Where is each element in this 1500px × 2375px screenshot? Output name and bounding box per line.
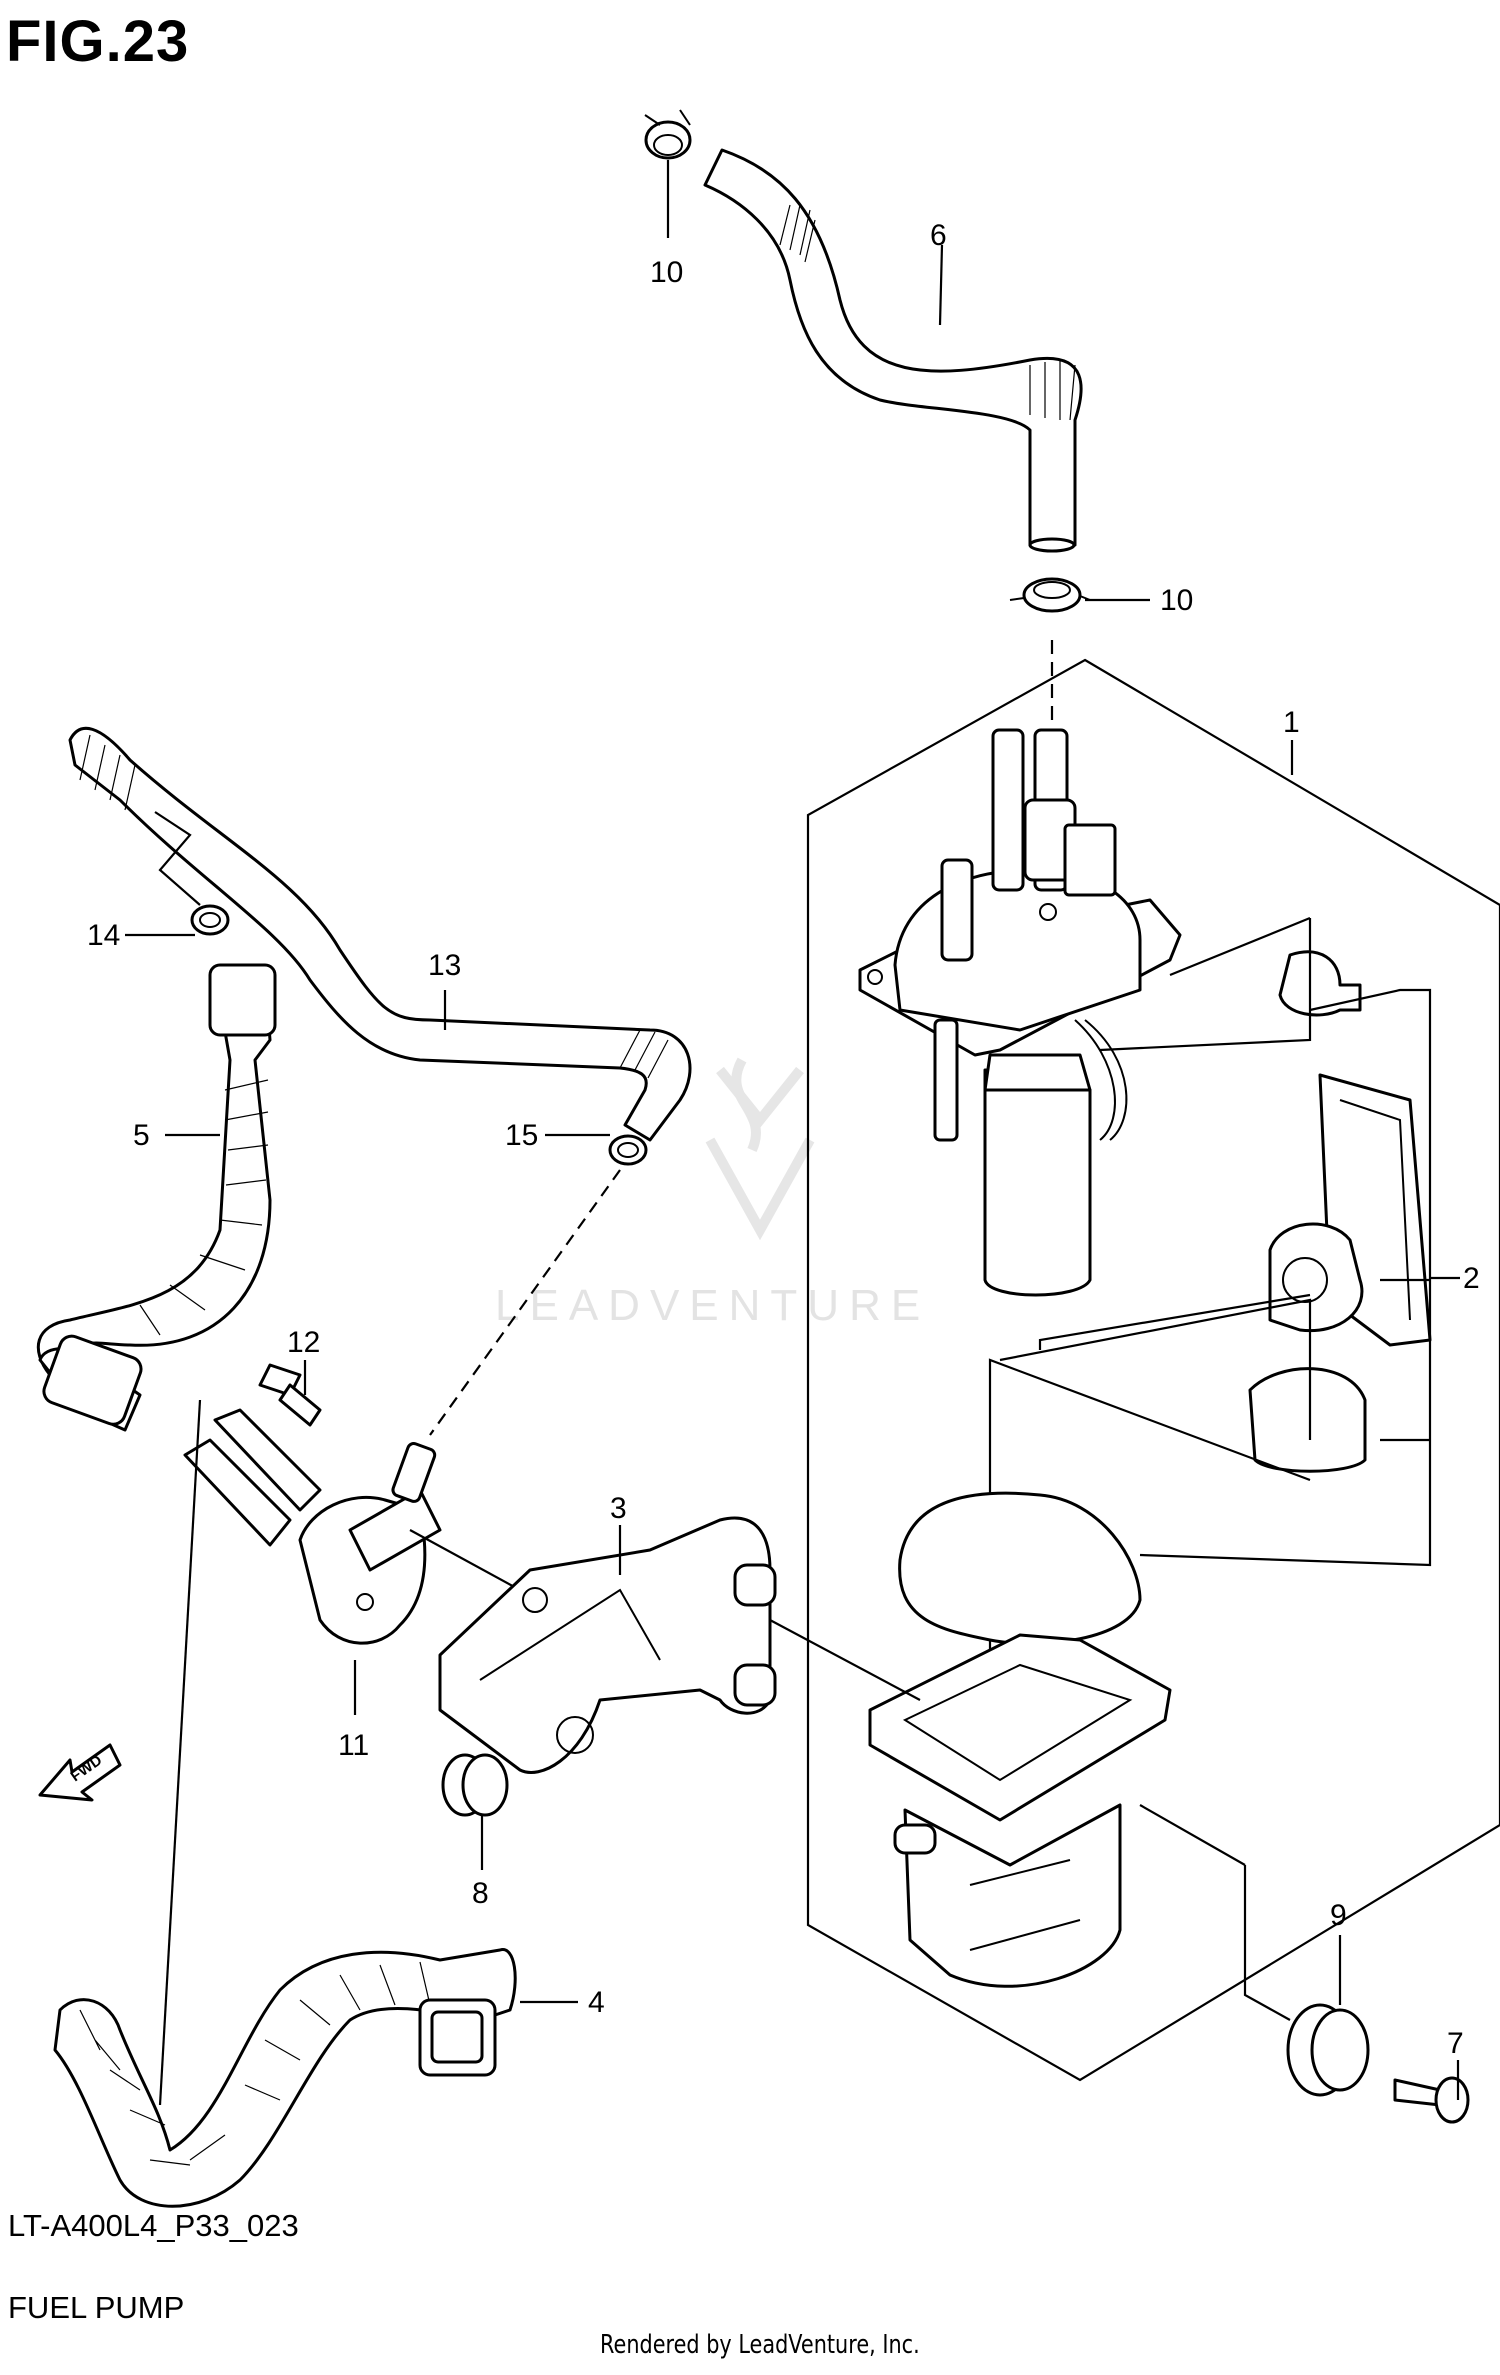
callout-15: 15 <box>505 1119 538 1152</box>
part-15-clamp[interactable] <box>608 1134 648 1166</box>
callout-8: 8 <box>472 1877 489 1910</box>
part-2-components[interactable] <box>1248 950 1432 1473</box>
part-1-fuel-pump-housing[interactable] <box>868 1633 1172 1988</box>
part-3-bracket[interactable] <box>438 1516 777 1774</box>
callout-12: 12 <box>287 1326 320 1359</box>
part-14-clamp[interactable] <box>190 904 230 936</box>
part-gasket[interactable] <box>898 1491 1142 1646</box>
diagram-name: FUEL PUMP <box>8 2290 185 2325</box>
callout-5: 5 <box>133 1119 150 1152</box>
part-6-hose[interactable] <box>703 148 1083 553</box>
callout-14: 14 <box>87 919 120 952</box>
render-credit: Rendered by LeadVenture, Inc. <box>600 2330 920 2360</box>
part-12-bolt[interactable] <box>258 1363 322 1427</box>
callout-10-lower: 10 <box>1160 584 1193 617</box>
callout-9: 9 <box>1330 1899 1347 1932</box>
callout-6: 6 <box>930 219 947 252</box>
callout-3: 3 <box>610 1492 627 1525</box>
diagram-code: LT-A400L4_P33_023 <box>8 2208 299 2243</box>
part-5-harness[interactable] <box>36 963 277 1432</box>
part-13-hose[interactable] <box>68 726 692 1142</box>
callout-4: 4 <box>588 1986 605 2019</box>
part-9-grommet[interactable] <box>1286 2003 1370 2097</box>
part-7-bolt[interactable] <box>1393 2076 1470 2124</box>
callout-11: 11 <box>338 1729 369 1762</box>
callout-1: 1 <box>1283 706 1300 739</box>
callout-2: 2 <box>1463 1262 1480 1295</box>
fwd-arrow: FWD <box>38 1743 122 1802</box>
watermark-text: LEADVENTURE <box>495 1281 930 1330</box>
part-4-harness[interactable] <box>53 1948 517 2208</box>
part-1-fuel-pump-top[interactable] <box>858 728 1182 1297</box>
watermark: LEADVENTURE <box>495 1057 930 1330</box>
part-10-clamp-upper[interactable] <box>644 109 692 160</box>
part-10-clamp-lower[interactable] <box>1009 577 1091 613</box>
callout-13: 13 <box>428 949 461 982</box>
part-11-fuel-valve[interactable] <box>183 1408 442 1645</box>
figure-title: FIG.23 <box>6 9 190 74</box>
part-1-assembly-outline <box>806 658 1500 2082</box>
part-8-grommet[interactable] <box>441 1753 509 1817</box>
callout-10-upper: 10 <box>650 256 683 289</box>
callout-7: 7 <box>1447 2027 1464 2060</box>
